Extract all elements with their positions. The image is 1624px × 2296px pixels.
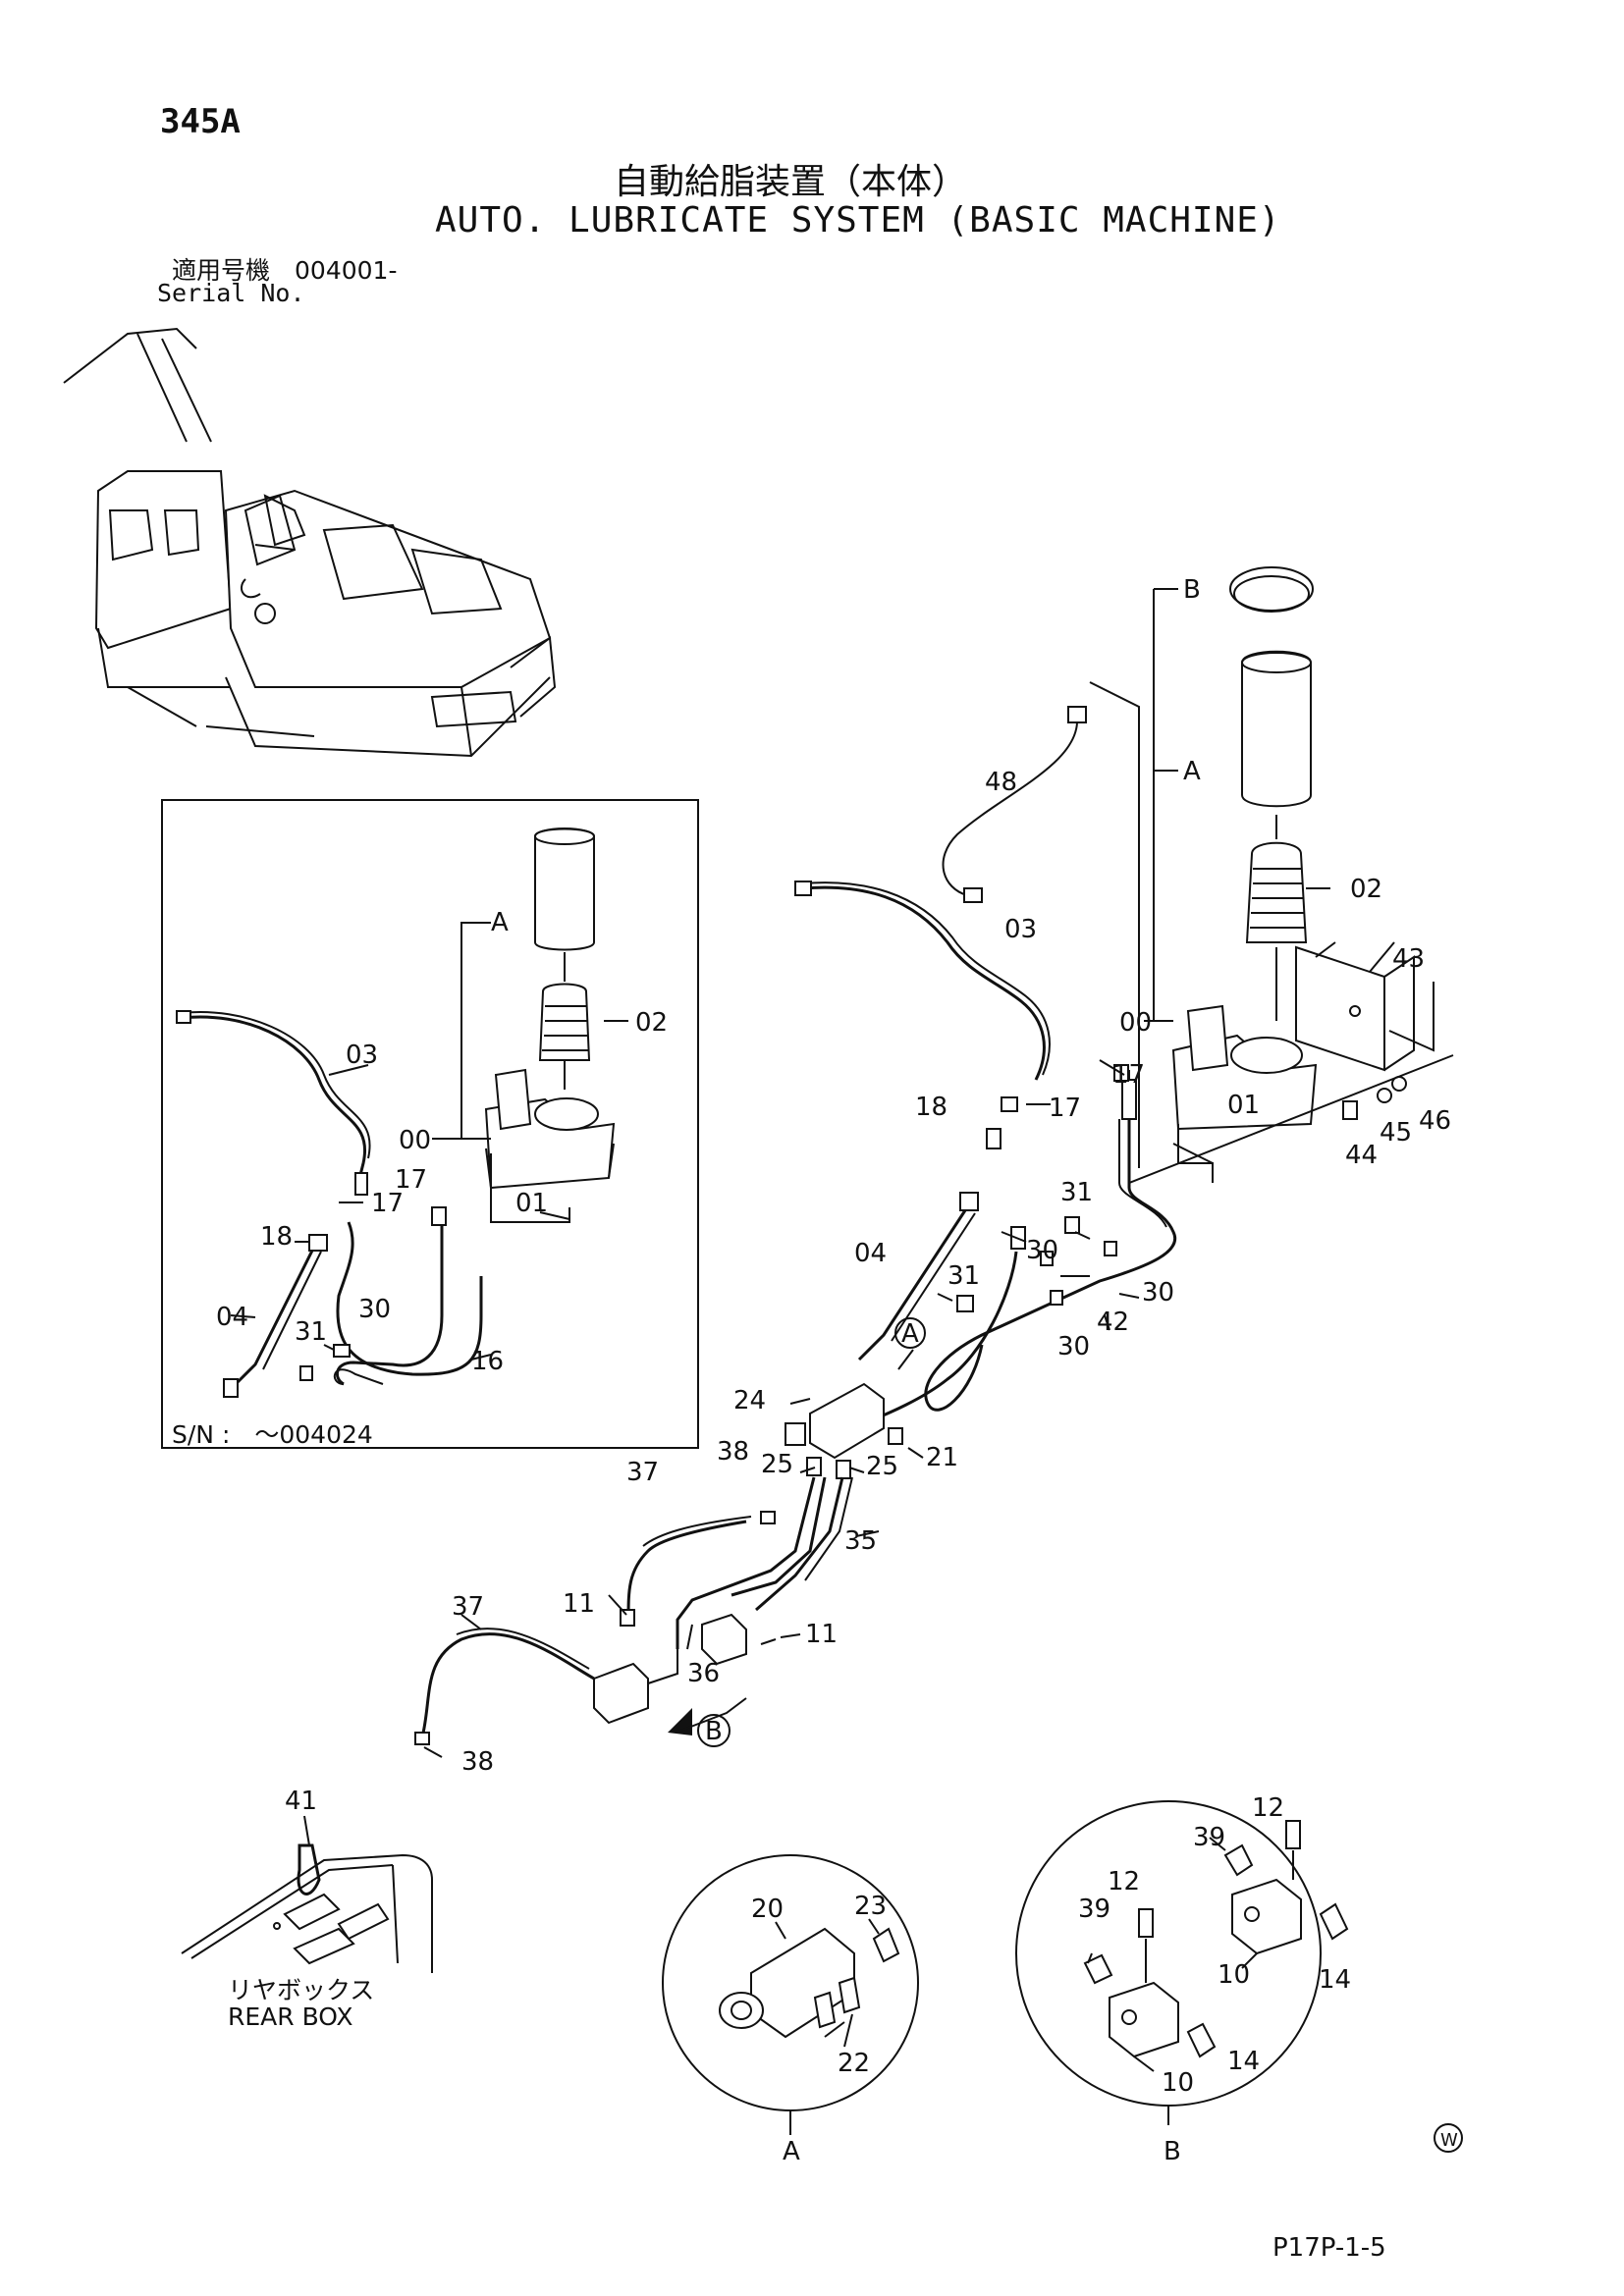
callout-label: 30	[1057, 1332, 1090, 1362]
callout-label: 45	[1380, 1118, 1412, 1148]
inset-labels: 03 02 A 00 17 17 01 18 04 31 30 16	[216, 908, 668, 1376]
callout-label: 46	[1419, 1106, 1451, 1136]
callout-label: 39	[1193, 1823, 1225, 1852]
callout-label: 39	[1078, 1895, 1110, 1924]
callout-label: 04	[216, 1303, 248, 1332]
callout-label: A	[901, 1319, 919, 1349]
callout-label: 30	[1142, 1278, 1174, 1308]
callout-label: 31	[295, 1317, 327, 1347]
callout-label: 38	[717, 1437, 749, 1467]
cable-icon	[942, 706, 1087, 903]
callout-label: 00	[1119, 1008, 1152, 1038]
detail-a-labels: 23 20 22 A	[751, 1892, 887, 2166]
callout-label: 01	[1227, 1091, 1260, 1120]
rear-box-label-ja: リヤボックス	[228, 1976, 375, 2004]
callout-label: 43	[1392, 944, 1425, 974]
callout-label: 21	[926, 1443, 958, 1472]
callout-label: 11	[805, 1620, 838, 1649]
callout-label: 23	[854, 1892, 887, 1921]
distributor-icon	[785, 1382, 903, 1479]
rear-box-label-en: REAR BOX	[228, 2002, 353, 2031]
callout-label: 18	[260, 1222, 293, 1252]
callout-label: 14	[1227, 2047, 1260, 2076]
callout-label: 36	[687, 1659, 720, 1688]
detail-b-labels: 12 39 12 39 10 14 10 14 B	[1078, 1793, 1351, 2166]
callout-label: 41	[285, 1787, 317, 1816]
callout-label: 37	[626, 1458, 659, 1487]
figure-code: P17P-1-5	[1272, 2233, 1386, 2263]
callout-label: 16	[471, 1347, 504, 1376]
callout-label: 17	[1112, 1060, 1145, 1090]
callout-label: 17	[1049, 1094, 1081, 1123]
inset-box	[161, 799, 699, 1449]
callout-label: 10	[1162, 2068, 1194, 2098]
serial-label-english: Serial No.	[157, 279, 305, 307]
callout-label: A	[491, 908, 509, 937]
w-mark-icon: W	[1434, 2123, 1463, 2153]
main-assembly	[414, 566, 1454, 1758]
callout-label: 31	[947, 1261, 980, 1291]
callout-label: 38	[461, 1747, 494, 1777]
callout-label: 35	[844, 1526, 877, 1556]
excavator-overview-icon	[63, 327, 557, 758]
callout-label: 30	[358, 1295, 391, 1324]
detail-b-caption: B	[1164, 2137, 1181, 2166]
callout-label: 10	[1218, 1960, 1250, 1990]
detail-a	[662, 1854, 919, 2135]
page-number: 345A	[160, 102, 241, 141]
callout-label: 25	[866, 1452, 898, 1481]
grease-pump-icon	[484, 1068, 616, 1190]
bracket-icon	[1295, 941, 1435, 1072]
callout-label: 42	[1097, 1308, 1129, 1337]
callout-label: 48	[985, 768, 1017, 797]
callout-label: 12	[1252, 1793, 1284, 1823]
callout-label: 30	[1026, 1236, 1058, 1265]
title-japanese: 自動給脂装置（本体）	[614, 162, 968, 202]
serial-label-japanese: 適用号機 004001-	[172, 251, 398, 287]
inset-assembly	[176, 828, 628, 1398]
callout-label: 22	[838, 2049, 870, 2078]
callout-label: 02	[1350, 875, 1382, 904]
callout-label: 37	[452, 1592, 484, 1622]
callout-label: B	[1183, 575, 1201, 605]
callout-label: 17	[395, 1165, 427, 1195]
callout-label: 18	[915, 1093, 947, 1122]
callout-label: 44	[1345, 1141, 1378, 1170]
callout-label: 11	[563, 1589, 595, 1619]
callout-label: 12	[1108, 1867, 1140, 1896]
callout-label: 03	[346, 1041, 378, 1070]
callout-label: 17	[371, 1189, 404, 1218]
serial-value: 004001-	[295, 256, 398, 285]
cartridge-icon	[1241, 650, 1312, 943]
hose-icon	[794, 881, 1051, 1081]
serial-label-ja-text: 適用号機	[172, 256, 271, 285]
cartridge-icon	[534, 828, 595, 1061]
callout-label: A	[1183, 757, 1201, 786]
callout-label: 01	[515, 1189, 548, 1218]
callout-label: 02	[635, 1008, 668, 1038]
grease-pump-icon	[1171, 1004, 1318, 1131]
callout-label: 14	[1319, 1965, 1351, 1995]
title-english: AUTO. LUBRICATE SYSTEM (BASIC MACHINE)	[435, 200, 1281, 240]
detail-b	[1015, 1800, 1349, 2125]
inset-serial-range: S/N : ～004024	[172, 1420, 373, 1449]
manifold-icon	[593, 1613, 777, 1725]
callout-label: 24	[733, 1386, 766, 1415]
detail-a-caption: A	[783, 2137, 800, 2166]
callout-label: 20	[751, 1895, 784, 1924]
callout-label: 00	[399, 1126, 431, 1155]
callout-label: 03	[1004, 915, 1037, 944]
rear-box-icon	[181, 1815, 433, 1973]
callout-label: 25	[761, 1450, 793, 1479]
footer-mark: W	[1440, 2130, 1458, 2151]
callout-label: 04	[854, 1239, 887, 1268]
callout-label: B	[705, 1717, 723, 1746]
callout-label: 31	[1060, 1178, 1093, 1207]
main-labels: B A 48 02 43 03 00 17 17 01 46 45 44 18 …	[285, 575, 1451, 1816]
